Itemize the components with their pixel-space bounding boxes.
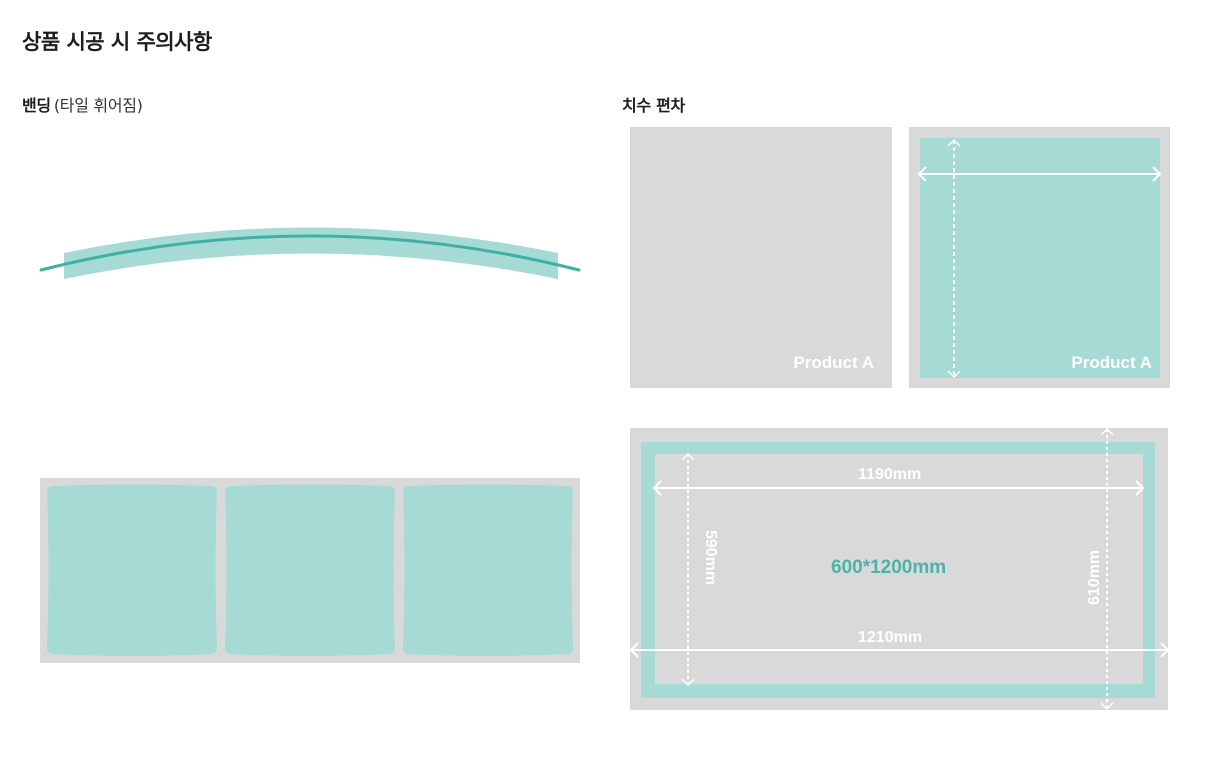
bending-title: 밴딩 [22, 96, 51, 115]
bending-tile-2 [225, 484, 395, 656]
width-inner-label: 1190mm [858, 466, 922, 483]
bending-tile-1 [47, 484, 217, 656]
height-inner-label: 590mm [702, 530, 719, 586]
product-square-right: Product A [909, 127, 1170, 388]
height-outer-label: 610mm [1086, 549, 1103, 605]
dimension-section-title: 치수 편차 [622, 96, 685, 115]
product-right-arrows [917, 138, 1162, 379]
inner-tile-area [655, 454, 1143, 684]
nominal-size-label: 600*1200mm [831, 557, 947, 578]
bending-tile-3 [403, 484, 573, 656]
bending-curve-illustration [39, 227, 581, 279]
bending-subtitle: (타일 휘어짐) [53, 96, 143, 115]
bending-section-title: 밴딩(타일 휘어짐) [22, 92, 143, 116]
product-right-label: Product A [1071, 353, 1152, 372]
product-right-tile [920, 138, 1160, 378]
width-outer-label: 1210mm [858, 629, 923, 646]
bending-tiles [47, 484, 573, 656]
product-left-label: Product A [793, 353, 874, 372]
page-title: 상품 시공 시 주의사항 [22, 30, 212, 54]
product-square-left: Product A [630, 127, 892, 388]
dimension-panel [630, 428, 1168, 710]
